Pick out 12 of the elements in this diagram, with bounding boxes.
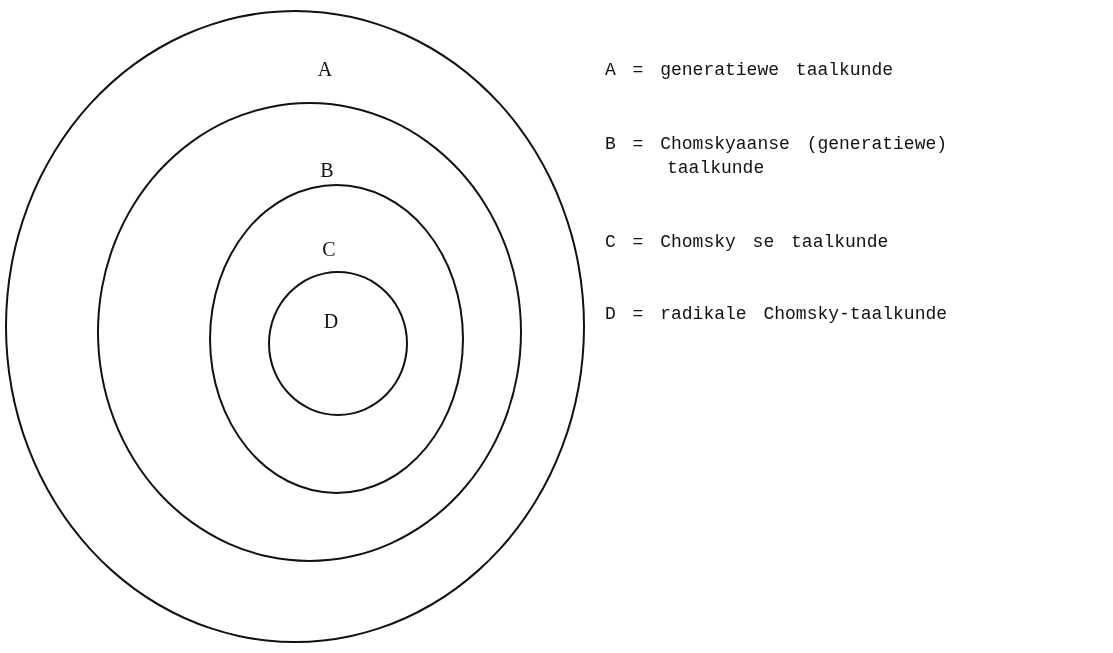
circle-label: C xyxy=(322,238,336,261)
definition-text: B = Chomskyaanse (generatiewe) taalkunde xyxy=(605,133,949,180)
definition-text: A = generatiewe taalkunde xyxy=(605,59,895,82)
circle xyxy=(5,10,585,643)
circle-label: B xyxy=(320,159,334,182)
definition-text: D = radikale Chomsky-taalkunde xyxy=(605,303,949,326)
circle xyxy=(97,102,522,562)
circle-label: A xyxy=(317,58,333,81)
circle xyxy=(268,271,408,416)
circle xyxy=(209,184,464,494)
circle-label: D xyxy=(323,310,339,333)
definition-text: C = Chomsky se taalkunde xyxy=(605,231,890,254)
